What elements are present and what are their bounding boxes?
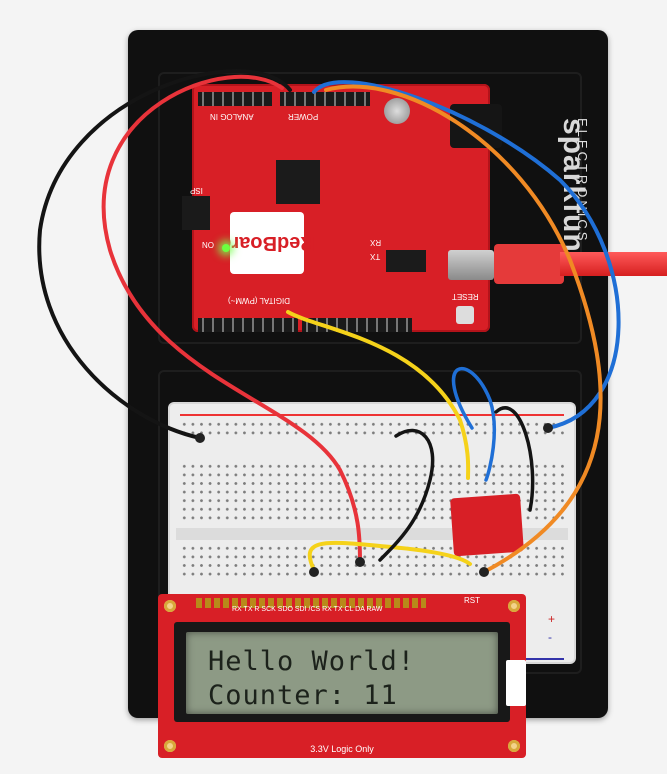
lcd-header-pins (196, 598, 426, 608)
rail-holes-top (180, 420, 564, 440)
mount-hole-bl (164, 740, 176, 752)
mount-hole-tr (508, 600, 520, 612)
digital-header-left (198, 318, 298, 332)
usb-serial-chip (386, 250, 426, 272)
black-wire-2 (378, 428, 435, 562)
redboard (192, 84, 490, 332)
power-header (280, 92, 370, 106)
power-led (222, 244, 230, 252)
lcd-line-1: Hello World! (208, 646, 416, 677)
yellow-wire-2 (307, 540, 472, 572)
wire-pin (195, 433, 205, 443)
mini-usb-port (448, 250, 494, 280)
analog-header (198, 92, 272, 106)
isp-header (182, 196, 210, 230)
black-wire-gnd (37, 69, 292, 440)
capacitor (384, 98, 410, 124)
reset-button[interactable] (456, 306, 474, 324)
yellow-wire-1 (286, 310, 471, 480)
rail-plus-label: + (548, 612, 556, 626)
lcd-line-2: Counter: 11 (208, 680, 398, 711)
lcd-screen (186, 632, 498, 714)
wire-pin (479, 567, 489, 577)
rail-minus-label: - (548, 630, 552, 644)
rail-line-top-red (180, 414, 564, 416)
wire-pin (309, 567, 319, 577)
blue-wire-2 (451, 366, 497, 482)
wire-pin (543, 423, 553, 433)
blue-wire (312, 80, 621, 430)
mount-hole-tl (164, 600, 176, 612)
usb-plug (494, 244, 564, 284)
red-wire-power (101, 74, 362, 564)
microcontroller-chip (276, 160, 320, 204)
lcd-caption: 3.3V Logic Only (310, 744, 374, 754)
lcd-pin-labels: RX TX R SCK SDO SDI /CS RX TX CL DA RAW (232, 606, 383, 613)
black-wire-3 (494, 406, 535, 512)
backlight-connector (506, 660, 526, 706)
mount-hole-br (508, 740, 520, 752)
orange-wire (324, 84, 603, 574)
wire-pin (355, 557, 365, 567)
lcd-rst-label: RST (464, 596, 480, 605)
